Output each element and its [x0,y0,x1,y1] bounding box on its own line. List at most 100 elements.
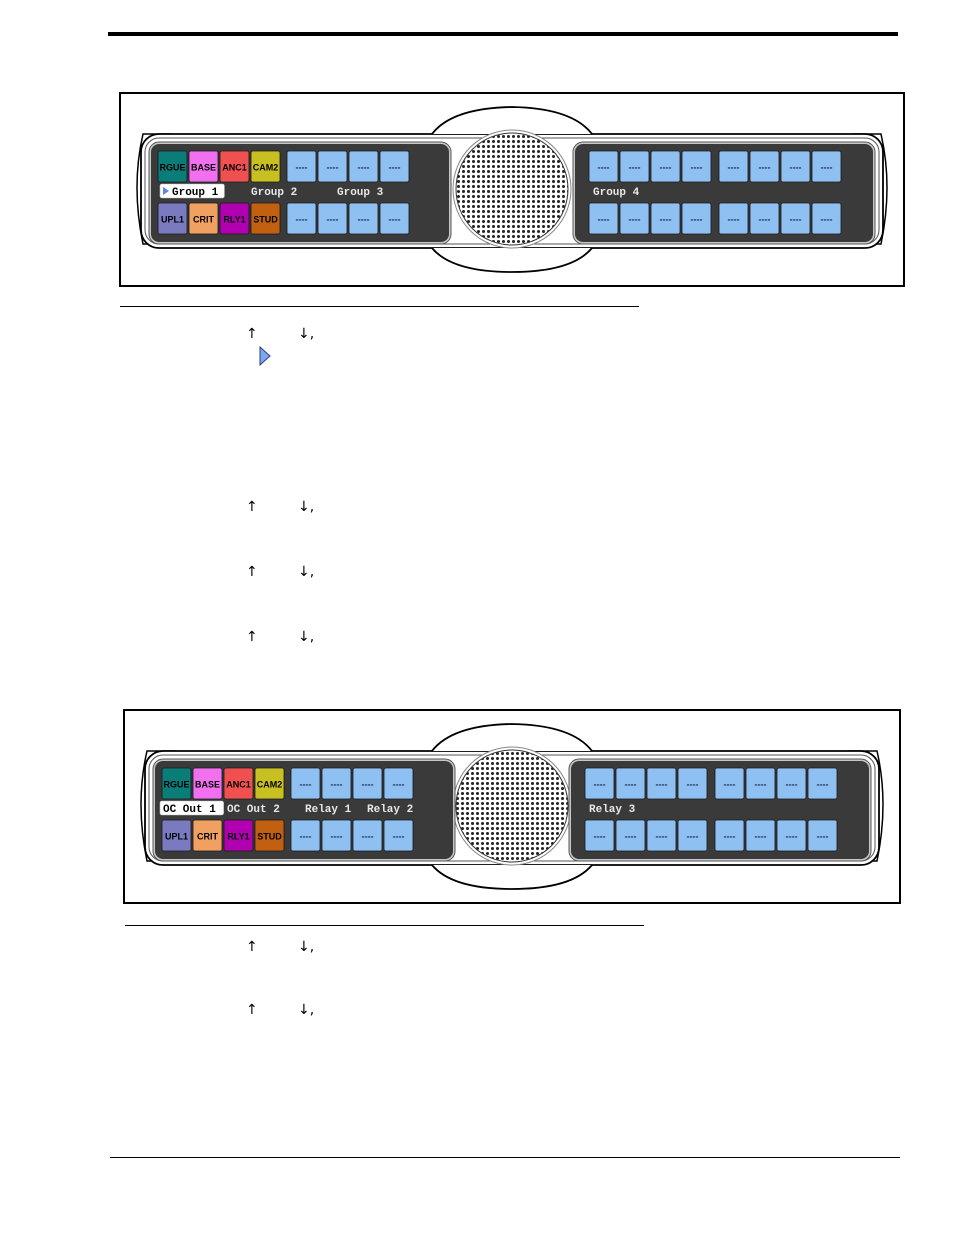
key-button: ---- [811,202,842,235]
key-label: ---- [724,780,736,790]
key-button: ---- [749,150,780,183]
key-button: ---- [718,150,749,183]
key-label: ---- [594,780,606,790]
key-label: ---- [300,832,312,842]
body-bottom-bulge [431,247,593,273]
key-face [290,767,321,800]
key-face [677,819,708,852]
key-label: ---- [362,780,374,790]
key-face [254,819,285,852]
key-face [780,202,811,235]
key-button: ---- [348,150,379,183]
key-label: ---- [821,215,833,225]
key-label: ---- [331,780,343,790]
key-button: CAM2 [254,767,285,800]
key-button: ---- [321,767,352,800]
selection-pointer-icon [259,346,271,366]
key-button: ---- [290,819,321,852]
selected-label-highlight [159,183,225,199]
key-button: ---- [317,202,348,235]
group-label: OC Out 2 [227,804,280,816]
arrow-row-2: ↑ ↓, [0,499,954,517]
key-button: RGUE [157,150,188,183]
key-face [250,150,281,183]
key-button: ---- [718,202,749,235]
key-face [646,767,677,800]
up-arrow-icon: ↑ [246,629,258,645]
key-face [383,767,414,800]
key-label: RLY1 [223,215,245,225]
key-button: RLY1 [219,202,250,235]
key-label: CRIT [193,215,214,225]
arrow-row-3: ↑ ↓, [0,564,954,582]
key-face [317,150,348,183]
key-label: ---- [594,832,606,842]
key-button: ---- [776,819,807,852]
down-arrow-icon: ↓, [298,499,315,515]
key-button: ---- [588,202,619,235]
key-label: ANC1 [226,780,251,790]
key-face [379,150,410,183]
selected-group-label: Group 1 [172,187,219,199]
arrow-row-1: ↑ ↓, [0,326,954,344]
key-face [157,150,188,183]
key-button: ---- [615,819,646,852]
key-button: BASE [192,767,223,800]
key-button: ---- [749,202,780,235]
key-button: ANC1 [223,767,254,800]
key-label: STUD [253,215,278,225]
key-face [745,819,776,852]
key-label: ---- [296,215,308,225]
key-face [321,819,352,852]
key-label: ---- [629,215,641,225]
key-face [348,150,379,183]
key-button: ---- [677,819,708,852]
key-button: ---- [745,819,776,852]
key-face [286,150,317,183]
key-button: ---- [286,202,317,235]
key-button: ---- [352,819,383,852]
up-arrow-icon: ↑ [246,1002,258,1018]
key-face [615,819,646,852]
key-face [192,819,223,852]
key-label: ---- [300,780,312,790]
selected-group-label: OC Out 1 [163,804,216,816]
key-face [317,202,348,235]
key-face [650,150,681,183]
speaker-grille [455,132,569,246]
key-button: ---- [681,150,712,183]
key-label: ---- [296,163,308,173]
key-face [646,819,677,852]
caption-rule-1 [120,306,639,307]
key-face [254,767,285,800]
caption-rule-2 [125,925,644,926]
key-label: ---- [629,163,641,173]
up-arrow-icon: ↑ [246,499,258,515]
key-button: ---- [379,202,410,235]
key-button: STUD [250,202,281,235]
key-face [219,150,250,183]
key-label: ---- [598,163,610,173]
key-label: ---- [660,163,672,173]
key-face [379,202,410,235]
key-label: ---- [660,215,672,225]
key-face [677,767,708,800]
key-button: ---- [321,819,352,852]
key-label: ---- [358,163,370,173]
selection-pointer-icon [163,187,169,195]
key-button: ---- [615,767,646,800]
key-face [714,767,745,800]
key-label: ---- [656,780,668,790]
key-face [650,202,681,235]
key-label: ---- [728,163,740,173]
body-top-bulge [431,723,593,752]
key-button: ---- [290,767,321,800]
key-face [588,150,619,183]
key-face [321,767,352,800]
key-face [718,150,749,183]
key-face [188,150,219,183]
group-label: Relay 3 [589,804,636,816]
key-face [290,819,321,852]
